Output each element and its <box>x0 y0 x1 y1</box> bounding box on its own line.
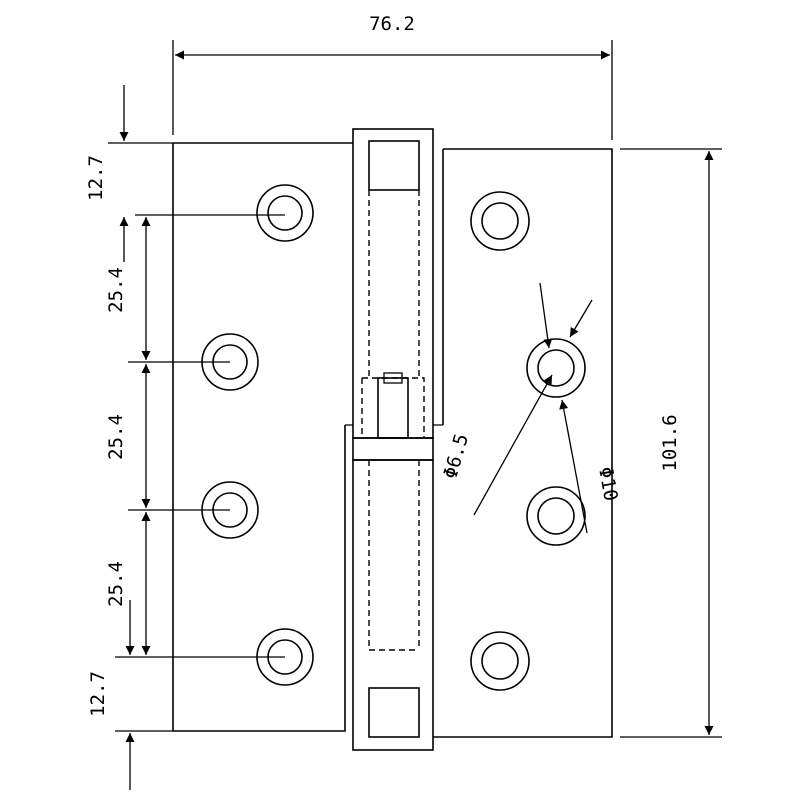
pin-diameter-label: Φ6.5 <box>439 431 473 481</box>
left-leaf <box>172 142 353 732</box>
dimension-pitch-label: 25.4 <box>105 561 127 607</box>
right-leaf-hole <box>470 631 530 691</box>
dimension-width: 76.2 <box>172 13 613 140</box>
dimension-pitch-label: 25.4 <box>105 414 127 460</box>
dimension-top-offset-label: 12.7 <box>85 155 107 201</box>
dimension-left-chain: 12.7 25.4 25.4 25.4 12.7 <box>85 85 285 790</box>
dimension-pitch-label: 25.4 <box>105 267 127 313</box>
right-leaf <box>433 148 613 738</box>
left-leaf-hole <box>256 184 314 242</box>
hole-diameter-label: Φ10 <box>594 465 622 503</box>
hinge-knuckle <box>345 128 443 751</box>
right-leaf-hole <box>526 338 586 398</box>
right-leaf-hole <box>470 191 530 251</box>
dimension-width-label: 76.2 <box>369 13 415 35</box>
dimension-bottom-offset-label: 12.7 <box>87 671 109 717</box>
hinge-pin <box>361 372 425 439</box>
dimension-height: 101.6 <box>620 148 722 738</box>
dimension-diameters: Φ6.5 Φ10 <box>439 282 622 534</box>
right-leaf-hole <box>526 486 586 546</box>
dimension-height-label: 101.6 <box>659 414 681 471</box>
